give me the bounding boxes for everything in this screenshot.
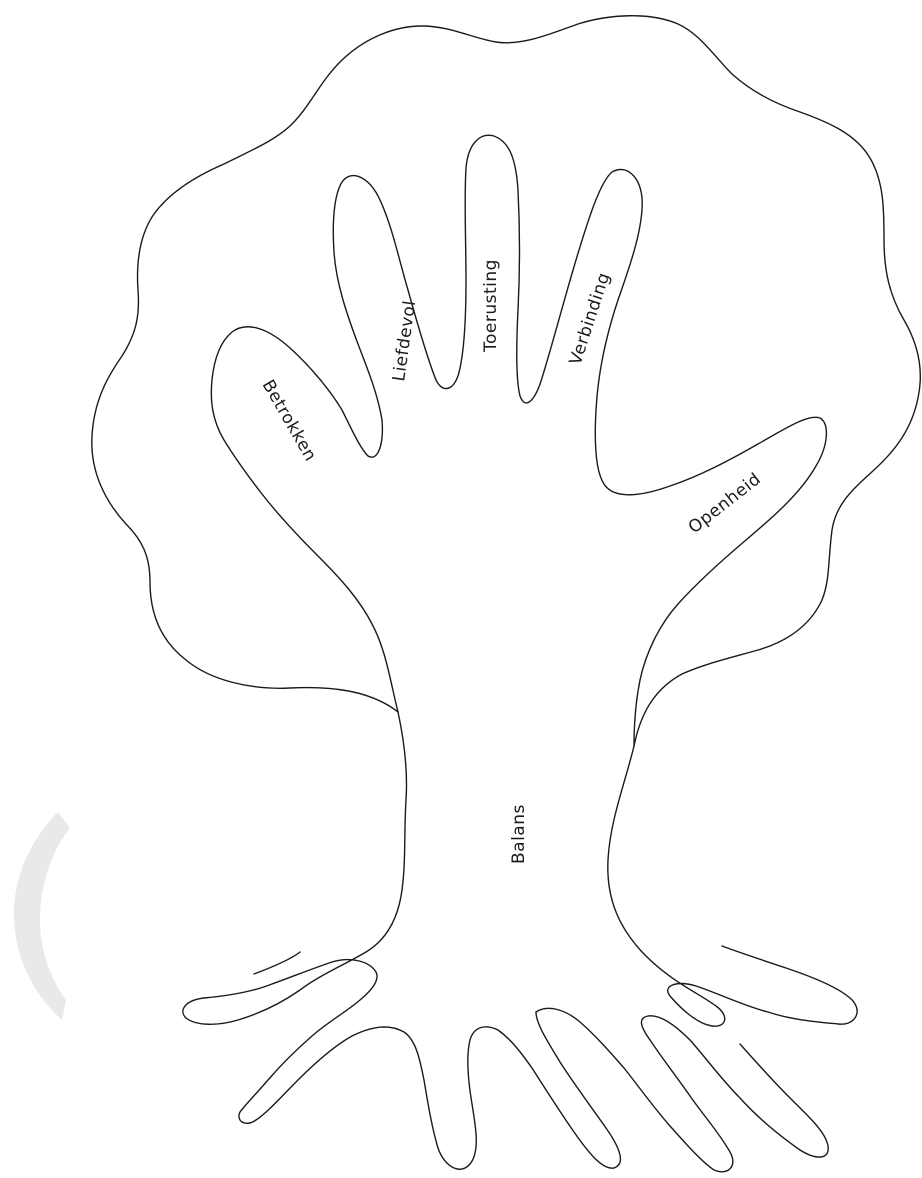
root-left-tip xyxy=(254,952,300,974)
label-liefdevol: Liefdevol xyxy=(389,299,420,383)
watermark-shape xyxy=(14,812,70,1020)
trunk-left-outline xyxy=(183,712,621,1169)
tree-crown-contour xyxy=(92,16,921,746)
trunk-right-outline xyxy=(608,746,857,1026)
label-verbinding: Verbinding xyxy=(566,270,615,368)
label-balans: Balans xyxy=(509,804,529,864)
label-toerusting: Toerusting xyxy=(481,259,501,353)
label-openheid: Openheid xyxy=(685,469,765,538)
label-betrokken: Betrokken xyxy=(258,377,321,465)
